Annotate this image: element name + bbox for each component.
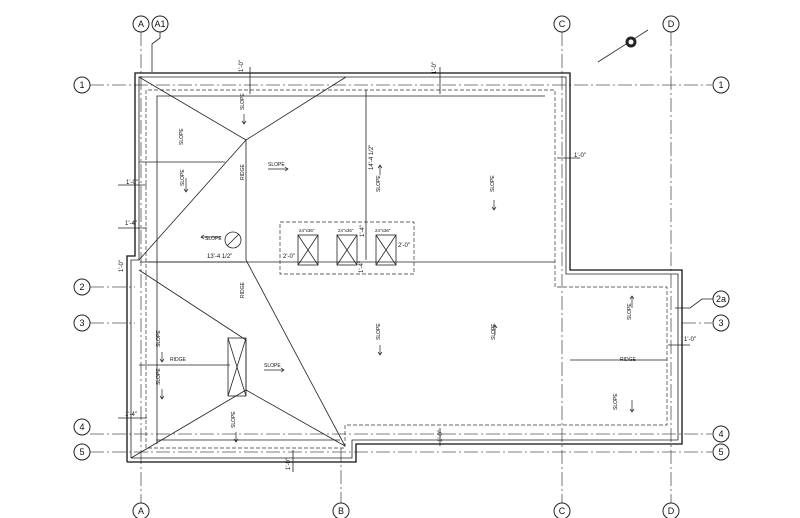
grid-bubble-C-bottom: C (553, 502, 571, 518)
grid-bubble-A-top: A (132, 15, 150, 33)
slope-note: SLOPE (376, 175, 382, 192)
dimension-label: 2'-0" (398, 243, 410, 249)
grid-label: 5 (718, 447, 723, 457)
grid-lines (90, 32, 712, 505)
slope-note: SLOPE (180, 169, 186, 186)
dimension-label: 1'-0" (438, 430, 444, 442)
skylight-size-label: 24"x36" (338, 228, 354, 233)
grid-bubble-row-4-left: 4 (73, 418, 91, 436)
slope-note: SLOPE (264, 363, 281, 369)
slope-note: SLOPE (491, 323, 497, 340)
hip-and-ridge-lines (130, 76, 667, 459)
slope-note: SLOPE (240, 93, 246, 110)
skylight-2: 24"x36" (336, 228, 358, 266)
grid-bubble-row-2a-right: 2a (675, 290, 730, 309)
dimension-label: 1'-0" (574, 153, 586, 159)
grid-label: A (138, 19, 144, 29)
grid-label: C (559, 19, 566, 29)
skylight-1: 24"x36" (297, 228, 319, 266)
skylight-size-label: 24"x36" (375, 228, 391, 233)
grid-label: A1 (154, 19, 165, 29)
grid-bubble-row-2-left: 2 (73, 278, 91, 296)
grid-label: A (138, 506, 144, 516)
grid-label: 4 (79, 422, 84, 432)
dimension-label: 13'-4 1/2" (207, 254, 232, 260)
grid-bubble-C-top: C (553, 15, 571, 33)
grid-bubble-row-1-left: 1 (73, 76, 91, 94)
dimension-label: 1'-4" (359, 261, 365, 273)
skylight-3: 24"x36" (375, 228, 397, 266)
dimension-label: 1'-0" (432, 62, 438, 74)
dimension-label: 1'-4" (125, 221, 137, 227)
grid-bubble-row-1-right: 1 (712, 76, 730, 94)
slope-note: SLOPE (613, 393, 619, 410)
grid-bubble-row-3-left: 3 (73, 314, 91, 332)
grid-bubble-B-bottom: B (332, 502, 350, 518)
dimension-label: 1'-0" (239, 60, 245, 72)
ridge-note: RIDGE (170, 357, 187, 363)
slope-note: SLOPE (205, 236, 222, 242)
grid-label: 4 (718, 429, 723, 439)
ridge-note: RIDGE (240, 164, 246, 181)
dimension-label: 1'-0" (684, 337, 696, 343)
grid-bubble-row-3-right: 3 (712, 314, 730, 332)
skylight-size-label: 24"x36" (299, 228, 315, 233)
grid-label: 1 (79, 80, 84, 90)
grid-label: C (559, 506, 566, 516)
grid-label: 5 (79, 447, 84, 457)
grid-label: 3 (79, 318, 84, 328)
roof-vent-icon (224, 231, 242, 249)
slope-note: SLOPE (156, 330, 162, 347)
grid-label: 2a (716, 294, 726, 304)
dimension-label: 1'-4" (125, 412, 137, 418)
slope-arrows (159, 114, 635, 443)
skylight-curb (279, 221, 415, 275)
slope-note: SLOPE (179, 128, 185, 145)
grid-label: D (668, 19, 675, 29)
grid-bubble-A-bottom: A (132, 502, 150, 518)
dimension-label: 1'-4" (360, 225, 366, 237)
dimension-label: 1'-0" (119, 260, 125, 272)
slope-note: SLOPE (231, 411, 237, 428)
slope-note: SLOPE (627, 303, 633, 320)
slope-note: SLOPE (268, 162, 285, 168)
grid-label: 3 (718, 318, 723, 328)
dimension-label: 2'-0" (283, 254, 295, 260)
grid-label: D (668, 506, 675, 516)
grid-bubble-A1-top: A1 (151, 15, 169, 72)
grid-label: 2 (79, 282, 84, 292)
slope-note: SLOPE (376, 323, 382, 340)
grid-bubble-row-4-right: 4 (712, 425, 730, 443)
dimension-label: 1'-0" (286, 458, 292, 470)
slope-note: SLOPE (490, 175, 496, 192)
grid-bubble-D-top: D (662, 15, 680, 33)
grid-label: B (338, 506, 344, 516)
dimension-label: 1'-0" (126, 180, 138, 186)
dimension-lines (118, 67, 690, 472)
ridge-note: RIDGE (240, 282, 246, 299)
roof-outline (126, 72, 683, 463)
ridge-note: RIDGE (620, 357, 637, 363)
grid-bubble-row-5-right: 5 (712, 443, 730, 461)
north-arrow-icon (597, 29, 649, 63)
dimension-label: 14'-4 1/2" (369, 145, 375, 170)
grid-bubble-row-5-left: 5 (73, 443, 91, 461)
grid-label: 1 (718, 80, 723, 90)
slope-note: SLOPE (156, 368, 162, 385)
grid-bubble-D-bottom: D (662, 502, 680, 518)
